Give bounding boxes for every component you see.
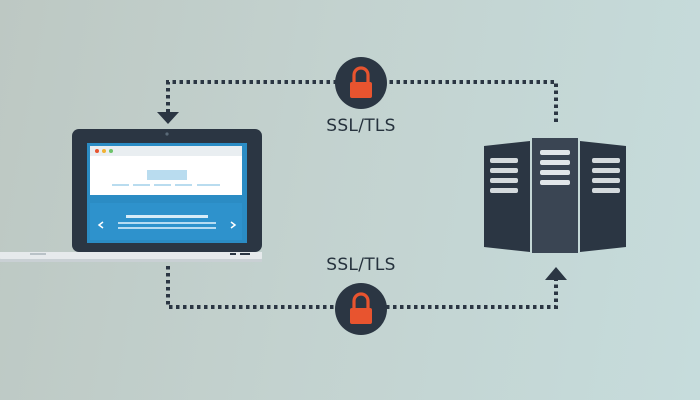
arrow-to-laptop (157, 112, 179, 124)
laptop-icon (0, 129, 262, 262)
ssl-tls-label-bottom: SSL/TLS (326, 255, 396, 275)
connector-bottom (166, 266, 558, 309)
padlock-icon (335, 283, 387, 335)
padlock-icon (335, 57, 387, 109)
server-rack-icon (484, 138, 626, 253)
ssl-tls-label-top: SSL/TLS (326, 116, 396, 136)
arrow-to-server (545, 267, 567, 280)
